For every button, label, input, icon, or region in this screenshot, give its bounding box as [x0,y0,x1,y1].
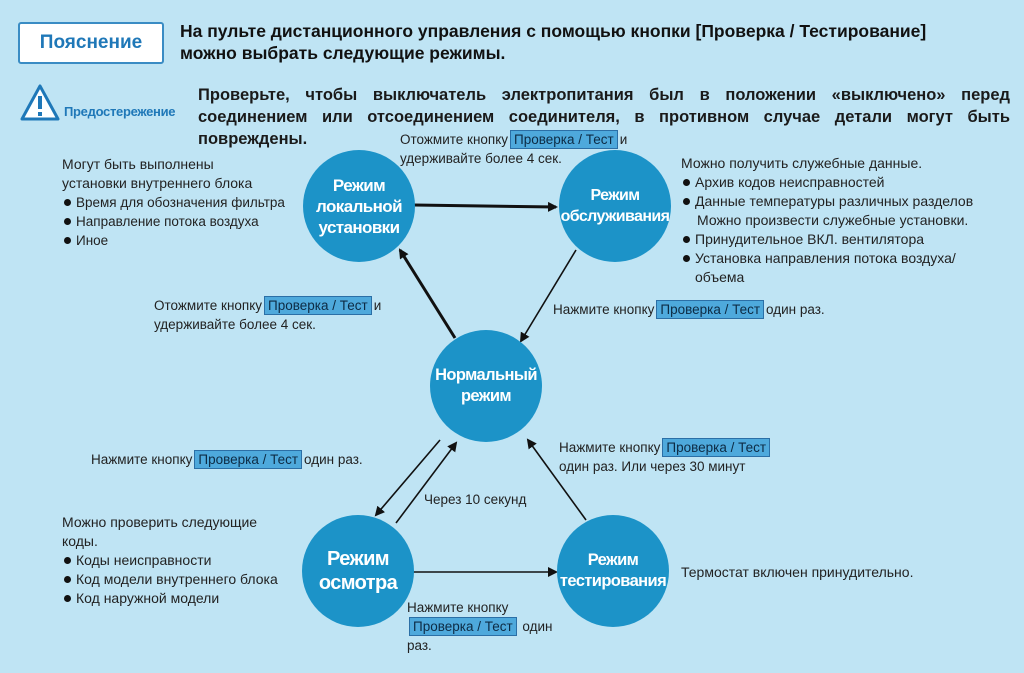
arrow-local-to-service [413,201,558,212]
list-item: Архив кодов неисправностей [681,173,973,192]
check-test-key: Проверка / Тест [510,130,618,149]
intro-text: На пульте дистанционного управления с по… [180,21,927,63]
mode-test: Режим тестирования [557,515,669,627]
service-description: Можно получить служебные данные. Архив к… [681,155,974,285]
mode-normal: Нормальный режим [430,330,542,442]
list-item: Коды неисправности [62,551,278,570]
list-item: Направление потока воздуха [62,212,285,231]
list-item: Установка направления потока воздуха/ [681,249,973,268]
warning-icon [20,84,60,121]
list-item: Код модели внутреннего блока [62,570,278,589]
caution-text: Проверьте, чтобы выключатель электропита… [198,86,1010,148]
test-description: Термостат включен принудительно. [681,564,914,580]
explanation-badge: Пояснение [18,22,164,64]
check-test-key: Проверка / Тест [264,296,372,315]
instr-press-bottom: Нажмите кнопку Проверка / Тест один раз. [407,600,553,653]
list-item: Код наружной модели [62,589,278,608]
mode-service: Режим обслуживания [559,150,671,262]
local-description: Могут быть выполнены установки внутренне… [62,156,285,250]
list-item: Время для обозначения фильтра [62,193,285,212]
check-test-key: Проверка / Тест [656,300,765,319]
caution-label: Предостережение [64,104,176,119]
inspect-description: Можно проверить следующие коды. Коды неи… [62,514,278,608]
caution-block: Предостережение [20,84,198,124]
list-item: Принудительное ВКЛ. вентилятора [681,230,973,249]
instr-after-10-seconds: Через 10 секунд [424,492,527,507]
arrow-inspect-to-normal [395,441,458,524]
arrow-normal-to-local [398,248,457,339]
mode-inspect: Режим осмотра [302,515,414,627]
arrow-service-to-normal [519,249,577,343]
arrow-normal-to-inspect [374,439,441,517]
mode-local-setting: Режим локальной установки [303,150,415,262]
arrow-test-to-normal [526,438,587,521]
list-item: Иное [62,231,285,250]
check-test-key: Проверка / Тест [409,617,517,636]
check-test-key: Проверка / Тест [194,450,303,469]
list-item: Данные температуры различных разделов [681,192,973,211]
check-test-key: Проверка / Тест [662,438,771,457]
